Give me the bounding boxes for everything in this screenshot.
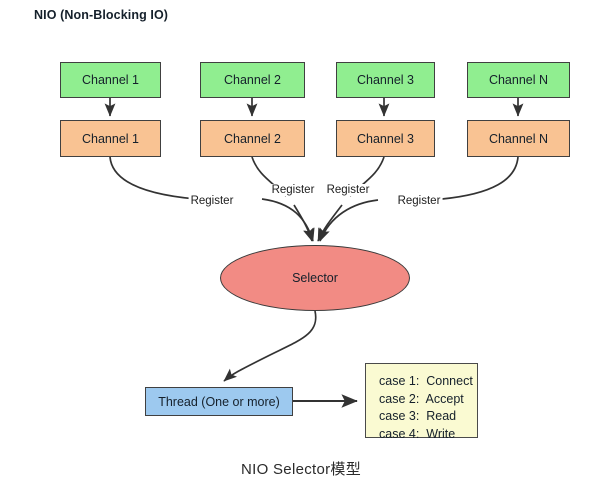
channel-node-bottom-1[interactable]: Channel 1 [60, 120, 161, 157]
channel-node-bottom-2[interactable]: Channel 2 [200, 120, 305, 157]
selector-node[interactable]: Selector [220, 245, 410, 311]
case-line-2: case 2: Accept [379, 391, 464, 406]
page-title: NIO (Non-Blocking IO) [34, 8, 169, 22]
register-label-1: Register [188, 195, 236, 207]
register-label-2: Register [269, 184, 317, 196]
register-edge-1 [109, 156, 197, 200]
channel-node-top-1[interactable]: Channel 1 [60, 62, 161, 98]
channel-node-bottom-3[interactable]: Channel 3 [336, 120, 435, 157]
thread-node[interactable]: Thread (One or more) [145, 387, 293, 416]
register-label-3: Register [324, 184, 372, 196]
cases-node[interactable]: case 1: Connect case 2: Accept case 3: R… [365, 363, 478, 441]
case-line-3: case 3: Read [379, 409, 457, 423]
register-edge-4 [441, 156, 519, 200]
diagram-caption: NIO Selector模型 [240, 461, 362, 478]
case-line-1: case 1: Connect [379, 374, 473, 388]
channel-node-bottom-4[interactable]: Channel N [467, 120, 570, 157]
case-line-4: case 4: Write [379, 426, 456, 441]
register-label-4: Register [395, 195, 443, 207]
selector-to-thread-edge [223, 310, 317, 382]
channel-node-top-3[interactable]: Channel 3 [336, 62, 435, 98]
register-edges [109, 156, 519, 242]
channel-node-top-4[interactable]: Channel N [467, 62, 570, 98]
register-edge-4b [319, 199, 379, 242]
register-edge-1b [261, 198, 315, 242]
register-edge-2b [293, 204, 314, 242]
channel-node-top-2[interactable]: Channel 2 [200, 62, 305, 98]
channel-link-arrows [104, 98, 524, 117]
register-edge-3b [317, 204, 343, 242]
